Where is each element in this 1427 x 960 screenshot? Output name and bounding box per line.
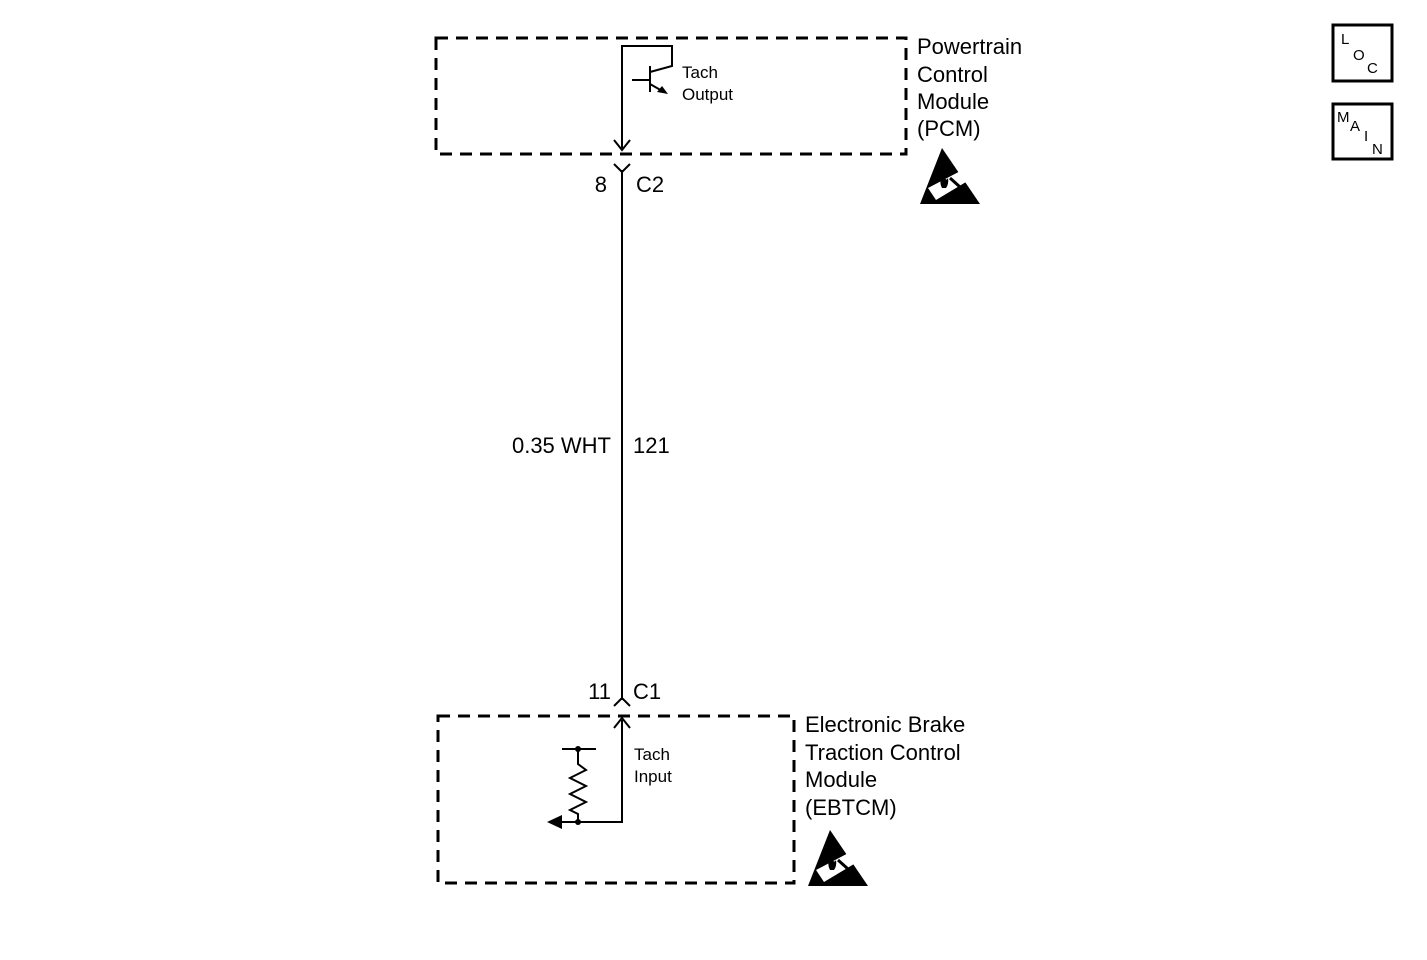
loc-letter-c: C	[1367, 60, 1378, 77]
wire-circuit-number: 121	[633, 433, 670, 458]
tach-output-transistor-symbol	[621, 45, 673, 148]
ebtcm-name-line-3: Module	[805, 767, 877, 792]
ebtcm-ground-arrow-icon	[547, 815, 562, 829]
loc-letter-o: O	[1353, 47, 1365, 64]
pcm-pin-number: 8	[595, 172, 607, 197]
main-letter-m: M	[1337, 109, 1350, 126]
connector-c1: 11 C1	[588, 679, 661, 707]
pcm-name-label: Powertrain Control Module (PCM)	[917, 34, 1028, 141]
pcm-module: Tach Output Powertrain Control Module (P…	[434, 34, 1028, 204]
pcm-name-line-3: Module	[917, 89, 989, 114]
circuit-121-wire: 0.35 WHT 121	[512, 170, 670, 700]
connector-c2: 8 C2	[595, 163, 664, 197]
ebtcm-name-line-1: Electronic Brake	[805, 712, 965, 737]
pcm-name-line-4: (PCM)	[917, 116, 981, 141]
pcm-name-line-2: Control	[917, 62, 988, 87]
main-letter-a: A	[1350, 118, 1360, 135]
ebtcm-input-arrow-icon	[613, 716, 631, 729]
ebtcm-module: Tach Input Electronic Brake Traction Con…	[436, 712, 971, 886]
main-button[interactable]: M A I N	[1331, 102, 1394, 161]
resistor-node-bottom	[575, 819, 581, 825]
main-letter-n: N	[1372, 141, 1383, 158]
pcm-output-arrow-icon	[613, 139, 631, 152]
pcm-signal-label: Tach Output	[682, 63, 733, 104]
ebtcm-connector-id: C1	[633, 679, 661, 704]
wire-size-color-label: 0.35 WHT	[512, 433, 611, 458]
pcm-signal-line-1: Tach	[682, 63, 718, 82]
tach-input-circuit-symbol	[560, 720, 623, 823]
loc-letter-l: L	[1341, 31, 1349, 48]
loc-button[interactable]: L O C	[1331, 23, 1394, 83]
esd-warning-icon	[808, 830, 868, 886]
ebtcm-name-label: Electronic Brake Traction Control Module…	[805, 712, 971, 820]
ebtcm-name-line-4: (EBTCM)	[805, 795, 897, 820]
ebtcm-pin-number: 11	[588, 679, 611, 704]
esd-warning-icon	[920, 148, 980, 204]
pcm-name-line-1: Powertrain	[917, 34, 1022, 59]
ebtcm-module-boundary	[436, 714, 796, 885]
connector-c1-symbol	[613, 696, 631, 707]
ebtcm-signal-label: Tach Input	[634, 745, 675, 786]
ebtcm-signal-line-2: Input	[634, 767, 672, 786]
pcm-connector-id: C2	[636, 172, 664, 197]
resistor-node-top	[575, 746, 581, 752]
pcm-module-boundary	[434, 36, 908, 156]
main-letter-i: I	[1364, 128, 1368, 145]
ebtcm-signal-line-1: Tach	[634, 745, 670, 764]
transistor-emitter-arrow-icon	[657, 86, 668, 94]
pcm-signal-line-2: Output	[682, 85, 733, 104]
ebtcm-name-line-2: Traction Control	[805, 740, 961, 765]
